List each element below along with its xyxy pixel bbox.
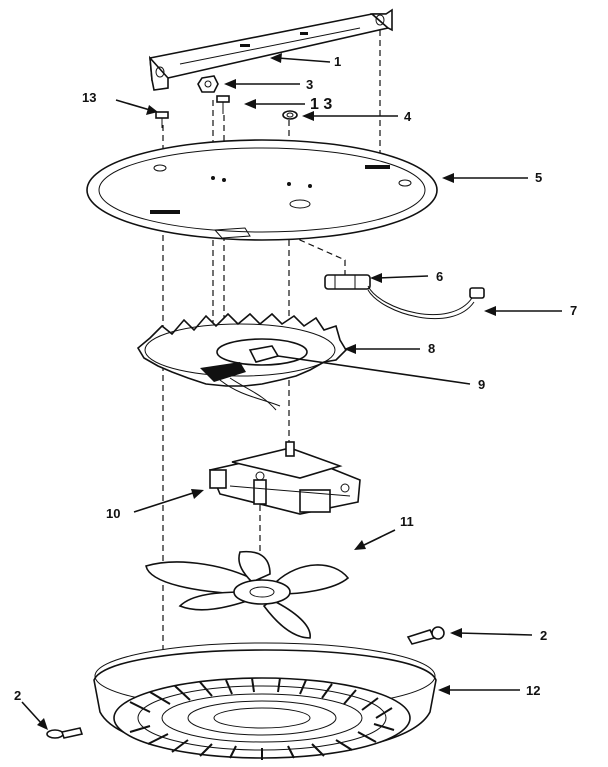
callout-2-left: 2 bbox=[14, 688, 21, 703]
callout-11: 11 bbox=[400, 514, 414, 529]
callout-2-right: 2 bbox=[540, 628, 547, 643]
callout-8: 8 bbox=[428, 341, 435, 356]
leader-lines bbox=[21, 53, 562, 730]
callout-6: 6 bbox=[436, 269, 443, 284]
screw-icon bbox=[46, 727, 84, 739]
mounting-bracket-icon bbox=[148, 8, 393, 91]
callout-12: 12 bbox=[526, 683, 540, 698]
grille-housing-icon bbox=[93, 642, 437, 760]
callout-10: 10 bbox=[106, 506, 120, 521]
callout-labels: 1 3 1 3 4 13 5 6 7 8 9 10 11 2 12 2 bbox=[14, 54, 577, 703]
nut-icon bbox=[197, 75, 219, 93]
callout-3: 3 bbox=[306, 77, 313, 92]
callout-5: 5 bbox=[535, 170, 542, 185]
motor-icon bbox=[208, 441, 361, 515]
callout-9: 9 bbox=[478, 377, 485, 392]
thermal-fuse-icon bbox=[324, 274, 371, 290]
callout-4: 4 bbox=[404, 109, 412, 124]
washer-icon bbox=[282, 110, 298, 120]
mounting-plate-icon bbox=[86, 139, 438, 241]
callout-13-upper: 1 3 bbox=[310, 96, 332, 113]
wire-lead-icon bbox=[367, 285, 485, 319]
callout-1: 1 bbox=[334, 54, 341, 69]
callout-7: 7 bbox=[570, 303, 577, 318]
small-screw-icon bbox=[216, 95, 230, 114]
callout-13-left: 13 bbox=[82, 90, 96, 105]
small-screw-icon bbox=[155, 111, 169, 128]
fan-blade-icon bbox=[145, 550, 350, 639]
heating-element-icon bbox=[136, 312, 348, 411]
screw-icon bbox=[406, 626, 445, 645]
